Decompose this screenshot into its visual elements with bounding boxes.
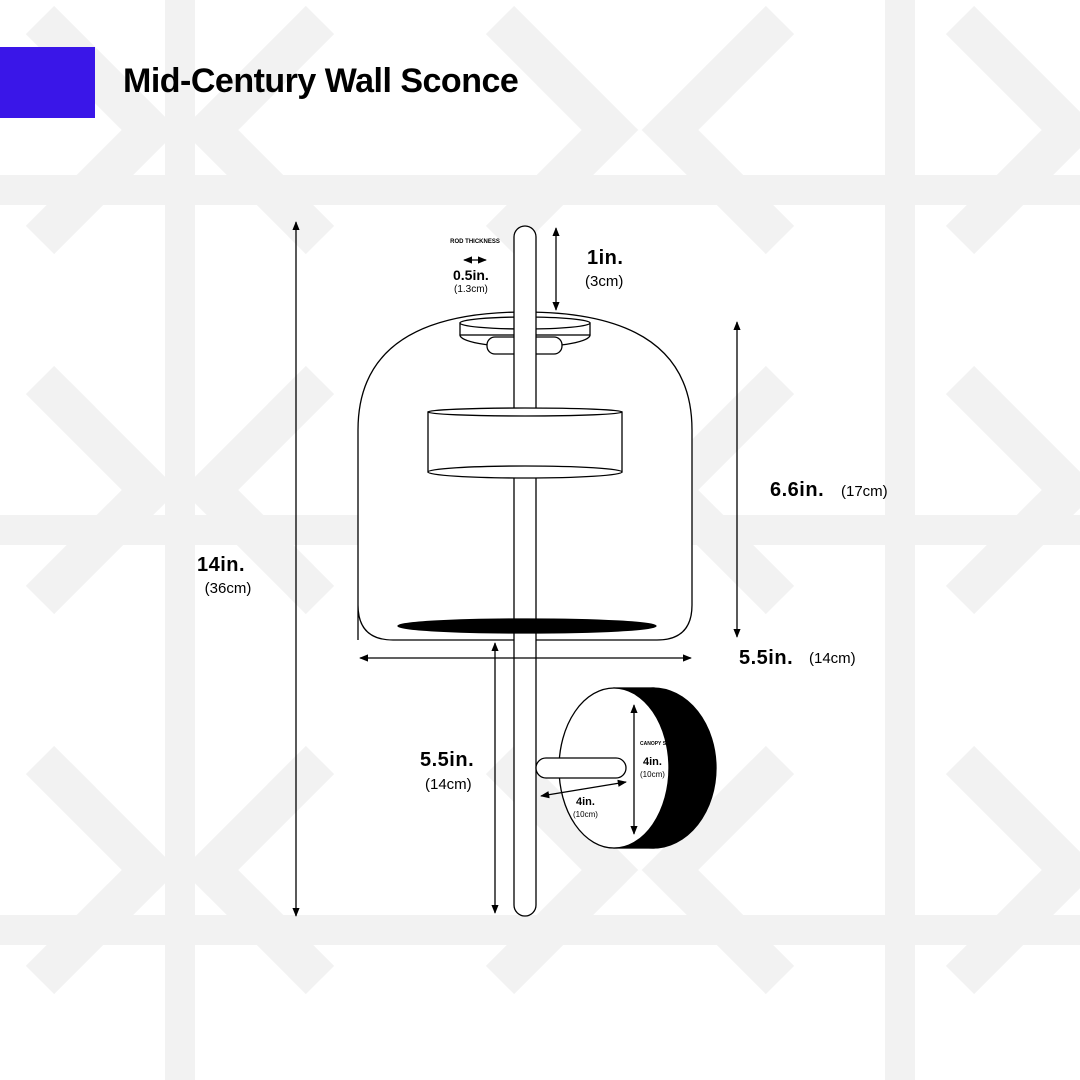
arm-dimension-line <box>540 779 627 799</box>
total-height-cm: (36cm) <box>204 580 252 597</box>
shade-bottom <box>397 618 657 634</box>
lower-rod-label: 5.5in. <box>420 749 475 771</box>
arm-length-cm: (10cm) <box>573 810 598 819</box>
page-title: Mid-Century Wall Sconce <box>123 62 519 100</box>
rod-top-cm: (3cm) <box>585 273 624 290</box>
arm <box>535 757 627 779</box>
rod-thickness-label: 0.5in. <box>453 267 489 283</box>
brand-accent-block <box>0 47 95 118</box>
canopy-size-cm: (10cm) <box>640 770 665 779</box>
rod <box>513 225 537 917</box>
shade-width-cm: (14cm) <box>809 650 856 667</box>
canopy-caption: CANOPY SIZE <box>640 741 674 747</box>
rod-thickness-caption: ROD THICKNESS <box>450 239 500 245</box>
canopy-size-label: 4in. <box>643 756 662 768</box>
shade-height-label: 6.6in. <box>770 479 825 501</box>
light-disk <box>427 411 623 473</box>
lower-rod-cm: (14cm) <box>425 776 472 793</box>
shade-width-label: 5.5in. <box>739 647 794 669</box>
shade-height-cm: (17cm) <box>841 483 888 500</box>
arm-length-label: 4in. <box>576 796 595 808</box>
rod-thickness-cm: (1.3cm) <box>454 284 488 295</box>
total-height-label: 14in. <box>196 554 246 576</box>
rod-top-label: 1in. <box>587 247 624 269</box>
